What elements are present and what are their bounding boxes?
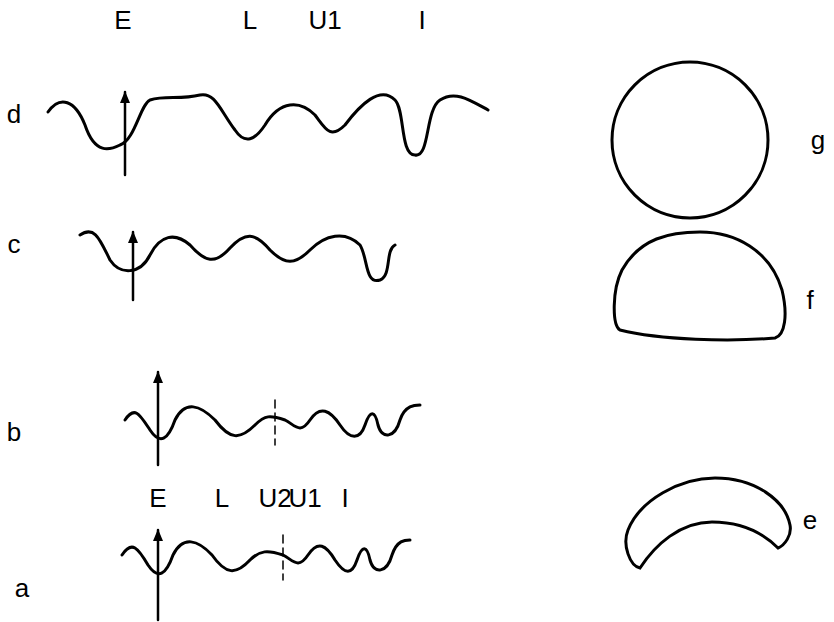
region-label: I (418, 7, 425, 33)
shape-f (614, 232, 785, 340)
wave-c (80, 232, 395, 281)
dashed-mark-b (274, 400, 276, 445)
arrow-b (157, 372, 160, 465)
shape-letter: g (811, 127, 825, 153)
region-label: U1 (288, 485, 321, 511)
wave-a (122, 540, 410, 574)
region-label: L (215, 485, 229, 511)
shape-e (626, 478, 790, 568)
shape-letter: f (806, 287, 813, 313)
shape-g (612, 62, 768, 218)
arrow-c (132, 232, 135, 300)
row-letter: b (7, 419, 21, 445)
arrow-a (157, 530, 160, 620)
region-label: E (149, 485, 166, 511)
row-letter: c (8, 231, 21, 257)
row-letter: d (7, 101, 21, 127)
arrow-d (124, 92, 127, 175)
region-label: L (243, 7, 257, 33)
wave-b (125, 405, 420, 439)
wave-d (48, 95, 488, 155)
region-label: E (114, 7, 131, 33)
region-label: I (341, 485, 348, 511)
dashed-mark-a (282, 535, 284, 580)
shape-letter: e (803, 507, 817, 533)
region-label: U2 (258, 485, 291, 511)
row-letter: a (15, 575, 29, 601)
region-label: U1 (308, 7, 341, 33)
